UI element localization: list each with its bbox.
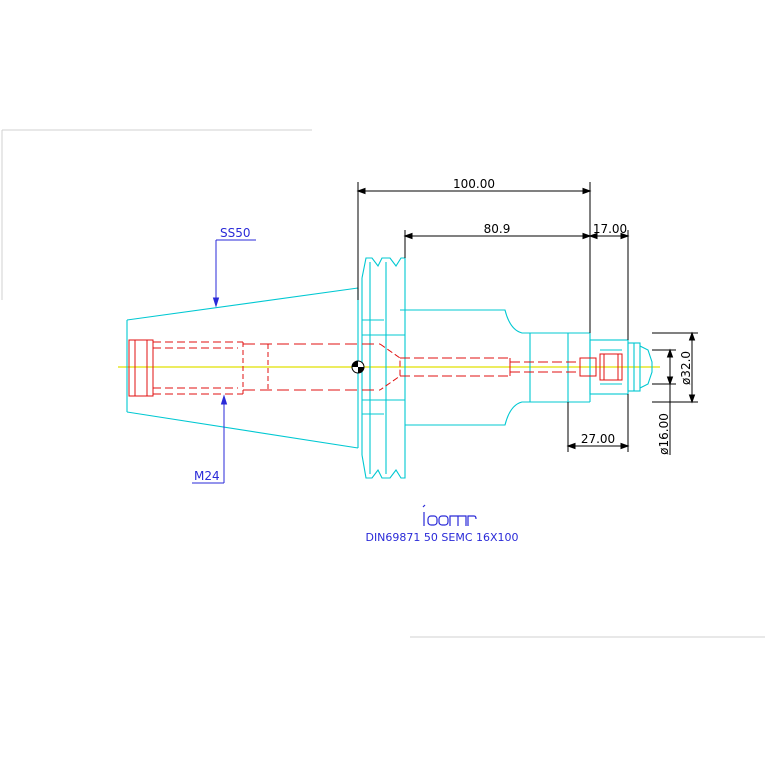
hidden-features xyxy=(128,339,623,397)
company-logo xyxy=(422,504,477,526)
ball-marker xyxy=(351,360,365,374)
callout-leaders xyxy=(192,239,256,484)
callout-thread: M24 xyxy=(194,469,220,483)
dim-diameter-small: ø16.00 xyxy=(657,413,671,455)
designation-text: DIN69871 50 SEMC 16X100 xyxy=(365,531,518,544)
dimension-lines xyxy=(356,182,698,455)
dim-diameter-large: ø32.0 xyxy=(679,351,693,385)
dim-nose-length: 17.00 xyxy=(593,222,627,236)
dim-nut-length: 27.00 xyxy=(581,432,615,446)
dim-overall-length: 100.00 xyxy=(453,177,495,191)
callout-taper: SS50 xyxy=(220,226,251,240)
sheet-frame xyxy=(1,129,765,638)
dim-body-length: 80.9 xyxy=(484,222,511,236)
tool-outline xyxy=(126,257,653,479)
